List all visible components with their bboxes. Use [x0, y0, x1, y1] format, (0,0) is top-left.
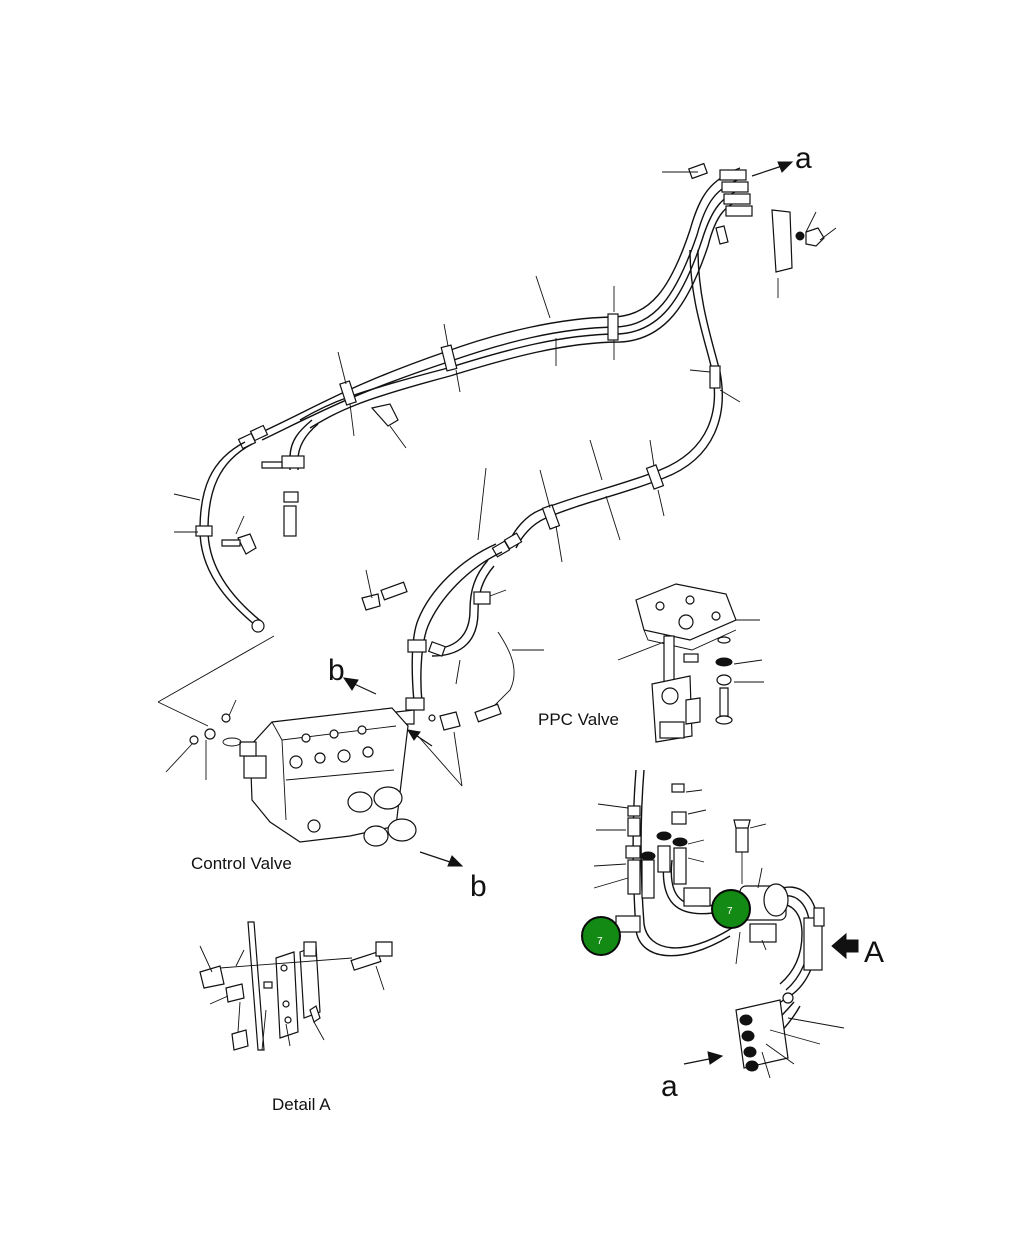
middle-hoses — [361, 543, 515, 731]
view-marker-b-left: b — [328, 654, 345, 687]
upper-connector-block — [688, 162, 825, 273]
leader-lines — [157, 171, 837, 787]
detail-a-label: Detail A — [272, 1095, 331, 1114]
view-marker-a-top: a — [795, 142, 812, 175]
callout-1[interactable]: 7 — [581, 916, 621, 956]
detail-a-bracket — [199, 921, 393, 1051]
control-valve-body — [189, 707, 417, 847]
callout-2-number: 7 — [727, 906, 733, 917]
right-descending-hoses — [491, 249, 723, 558]
left-loop-hose — [195, 441, 265, 633]
upper-hose-bundle — [237, 167, 747, 450]
view-marker-b-right: b — [470, 870, 487, 903]
view-arrows — [342, 161, 859, 1065]
branch-hose-left — [261, 403, 399, 537]
view-marker-A: A — [864, 936, 884, 969]
control-valve-label: Control Valve — [191, 854, 292, 873]
ppc-valve-assembly — [635, 583, 737, 743]
callout-2[interactable]: 7 — [711, 889, 751, 929]
ppc-lower-hoses — [593, 619, 845, 1079]
callout-1-number: 7 — [597, 936, 603, 947]
ppc-valve-label: PPC Valve — [538, 710, 619, 729]
view-marker-a-bottom: a — [661, 1070, 678, 1103]
